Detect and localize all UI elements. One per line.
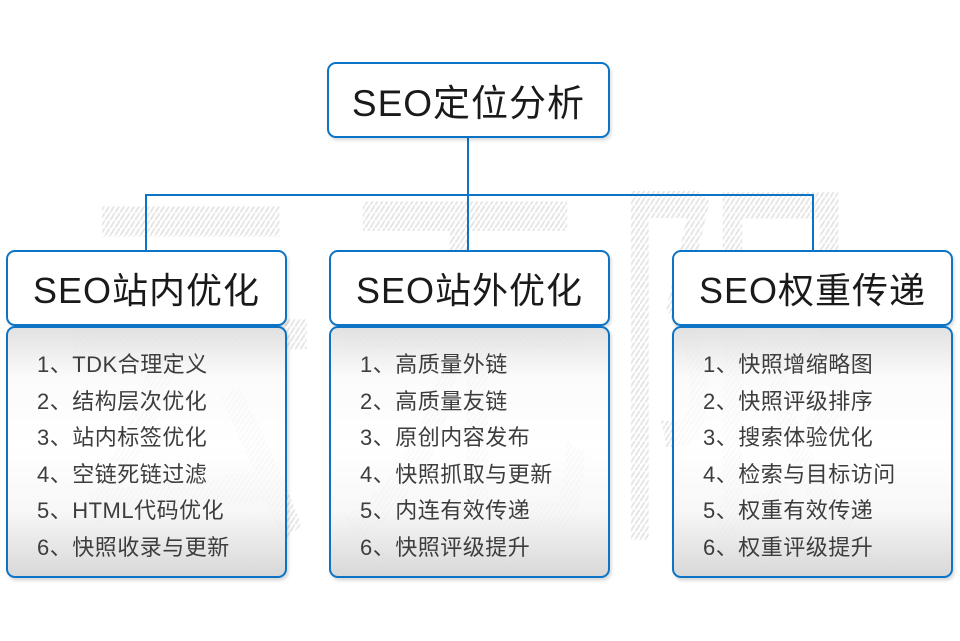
list-item: 6、快照评级提升 (360, 534, 531, 560)
root-node-label: SEO定位分析 (351, 83, 586, 124)
branch-title: SEO站外优化 (355, 270, 584, 311)
branch-title: SEO站内优化 (32, 270, 261, 311)
branch-list-box-onsite: 1、TDK合理定义 2、结构层次优化 3、站内标签优化 4、空链死链过滤 5、HTML代… (6, 326, 287, 578)
branch-list: 1、TDK合理定义 2、结构层次优化 3、站内标签优化 4、空链死链过滤 5、HTML代… (8, 328, 285, 566)
branch-list: 1、快照增缩略图 2、快照评级排序 3、搜索体验优化 4、检索与目标访问 5、权重有效传… (674, 328, 951, 566)
branch-title: SEO权重传递 (698, 270, 927, 311)
list-item: 4、检索与目标访问 (703, 461, 896, 487)
list-item: 6、权重评级提升 (703, 534, 874, 560)
list-item: 5、权重有效传递 (703, 498, 874, 523)
list-item: 2、高质量友链 (360, 388, 508, 414)
list-item: 1、快照增缩略图 (703, 352, 874, 377)
branch-header-weight: SEO权重传递 (672, 250, 953, 326)
connector-horizontal-bus (145, 194, 814, 196)
list-item: 3、原创内容发布 (360, 425, 531, 450)
branch-header-offsite: SEO站外优化 (329, 250, 610, 326)
list-item: 1、高质量外链 (360, 352, 508, 377)
connector-right-drop (812, 194, 814, 252)
list-item: 2、快照评级排序 (703, 388, 874, 414)
connector-left-drop (145, 194, 147, 252)
list-item: 3、搜索体验优化 (703, 425, 874, 450)
list-item: 2、结构层次优化 (37, 388, 208, 414)
list-item: 5、内连有效传递 (360, 498, 531, 523)
root-node: SEO定位分析 (327, 62, 610, 138)
list-item: 6、快照收录与更新 (37, 534, 230, 560)
list-item: 4、快照抓取与更新 (360, 461, 553, 487)
list-item: 5、HTML代码优化 (37, 498, 225, 523)
list-item: 1、TDK合理定义 (37, 352, 208, 377)
list-item: 3、站内标签优化 (37, 425, 208, 450)
branch-header-onsite: SEO站内优化 (6, 250, 287, 326)
list-item: 4、空链死链过滤 (37, 461, 208, 487)
branch-list-box-offsite: 1、高质量外链 2、高质量友链 3、原创内容发布 4、快照抓取与更新 5、内连有效传递 6… (329, 326, 610, 578)
branch-list-box-weight: 1、快照增缩略图 2、快照评级排序 3、搜索体验优化 4、检索与目标访问 5、权重有效传… (672, 326, 953, 578)
branch-list: 1、高质量外链 2、高质量友链 3、原创内容发布 4、快照抓取与更新 5、内连有效传递 6… (331, 328, 608, 566)
